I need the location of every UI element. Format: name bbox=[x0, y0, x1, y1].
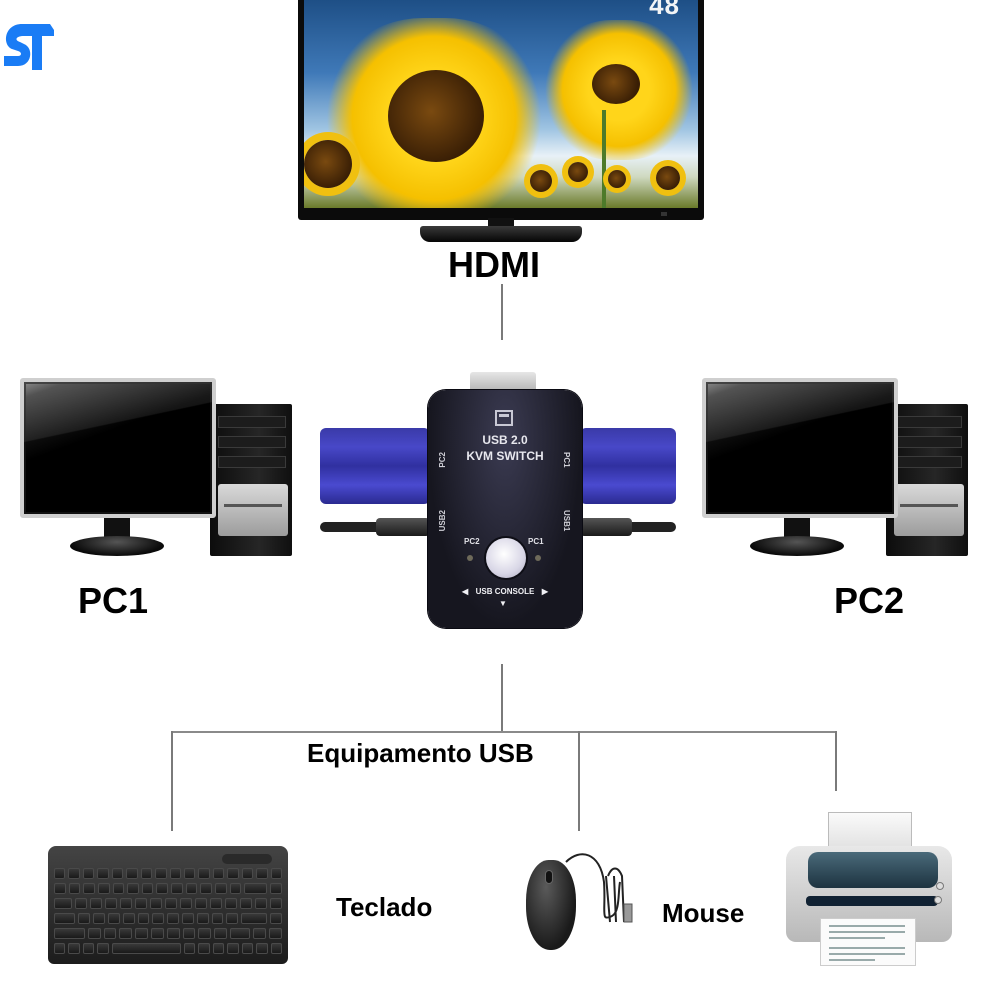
printer-cover bbox=[808, 852, 938, 888]
pc2-label: PC2 bbox=[834, 580, 905, 621]
arrow-right-icon: ▶ bbox=[541, 587, 548, 596]
hdmi-label: HDMI bbox=[448, 244, 540, 285]
kvm-led-pc2 bbox=[467, 555, 473, 561]
mouse-branch-line bbox=[578, 731, 580, 831]
kvm-led-label-pc1: PC1 bbox=[528, 537, 544, 546]
usb-branch-line bbox=[171, 731, 837, 733]
pc1-label: PC1 bbox=[78, 580, 149, 621]
brand-logo bbox=[4, 24, 54, 70]
pc1-monitor bbox=[20, 378, 216, 518]
kvm-side-label-pc1: PC1 bbox=[562, 452, 571, 468]
keyboard-label: Teclado bbox=[336, 892, 433, 922]
vga-cable-right bbox=[580, 428, 676, 504]
arrow-down-icon: ▼ bbox=[499, 599, 507, 608]
pc2-monitor-base bbox=[750, 536, 844, 556]
pc2-monitor bbox=[702, 378, 898, 518]
vga-cable-left bbox=[320, 428, 430, 504]
hdmi-connector-line bbox=[501, 284, 503, 340]
printer-output-slot bbox=[806, 896, 938, 906]
keyboard-device bbox=[48, 846, 288, 964]
usb-plug-left bbox=[376, 518, 430, 536]
printer-button-2 bbox=[934, 896, 942, 904]
tv-screen: 48 bbox=[304, 0, 698, 208]
printer-branch-line bbox=[835, 731, 837, 791]
printer-paper-output bbox=[820, 918, 916, 966]
tv-power-led bbox=[661, 212, 667, 216]
tv-stand-base bbox=[420, 226, 582, 242]
usb-type-b-icon bbox=[495, 410, 513, 426]
pc1-tower bbox=[210, 404, 292, 556]
usb-trunk-line bbox=[501, 664, 503, 732]
pc1-computer bbox=[0, 370, 310, 570]
kvm-console-label: ◀ USB CONSOLE ▶ bbox=[462, 587, 548, 596]
kvm-switch-button[interactable] bbox=[486, 538, 526, 578]
pc1-monitor-base bbox=[70, 536, 164, 556]
mouse-wheel bbox=[545, 870, 553, 884]
tv-channel-number: 48 bbox=[649, 0, 680, 20]
kvm-title-line1: USB 2.0 bbox=[482, 433, 528, 447]
keyboard-branch-line bbox=[171, 731, 173, 831]
pc2-tower bbox=[886, 404, 968, 556]
usb-cable-right bbox=[620, 522, 676, 532]
mouse-cable bbox=[565, 853, 633, 923]
printer-button-1 bbox=[936, 882, 944, 890]
kvm-side-label-pc2: PC2 bbox=[438, 452, 447, 468]
kvm-title-line2: KVM SWITCH bbox=[466, 449, 544, 463]
arrow-left-icon: ◀ bbox=[462, 587, 469, 596]
kvm-title: USB 2.0 KVM SWITCH bbox=[428, 432, 582, 464]
kvm-led-pc1 bbox=[535, 555, 541, 561]
usb-cable-left bbox=[320, 522, 390, 532]
kvm-side-label-usb1: USB1 bbox=[562, 510, 571, 532]
usb-equipment-label: Equipamento USB bbox=[307, 738, 534, 768]
mouse-label: Mouse bbox=[662, 898, 745, 928]
kvm-side-label-usb2: USB2 bbox=[438, 510, 447, 532]
kvm-switch bbox=[428, 390, 582, 628]
kvm-led-label-pc2: PC2 bbox=[464, 537, 480, 546]
usb-plug-right bbox=[580, 518, 632, 536]
kvm-console-text: USB CONSOLE bbox=[475, 587, 535, 596]
pc2-computer bbox=[690, 370, 1000, 570]
